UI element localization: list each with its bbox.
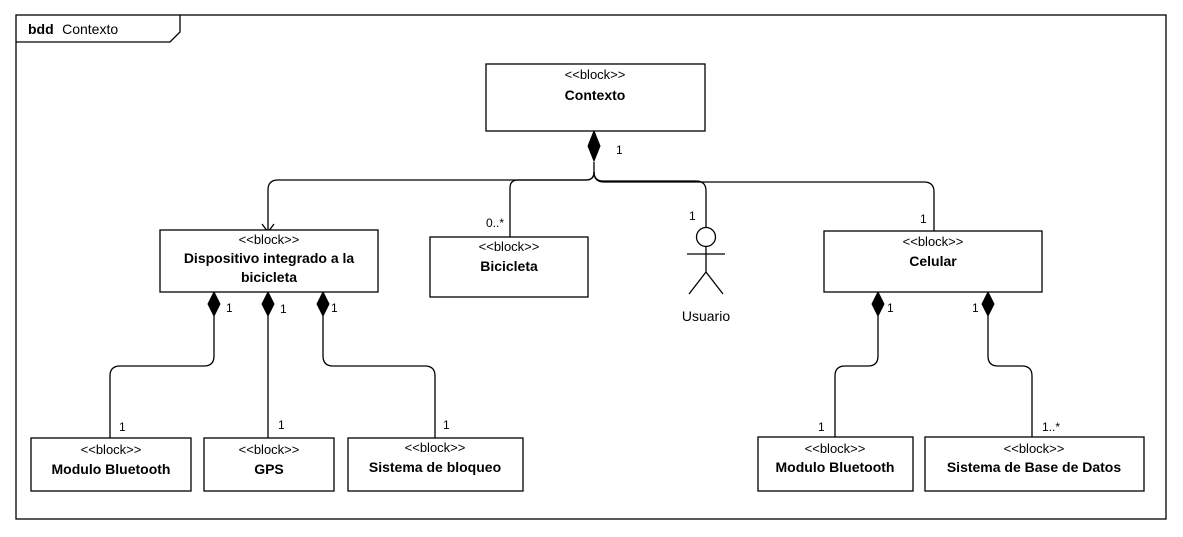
assoc-contexto-celular bbox=[593, 171, 935, 231]
mult-gps-part: 1 bbox=[278, 418, 285, 432]
assoc-disp-bluetooth bbox=[109, 316, 215, 438]
frame-name: Contexto bbox=[62, 21, 118, 37]
diamond-cel-basedatos bbox=[981, 290, 995, 318]
block-name: GPS bbox=[254, 461, 284, 477]
block-modulo-bluetooth-disp[interactable]: <<block>> Modulo Bluetooth bbox=[30, 437, 192, 492]
actor-usuario[interactable]: Usuario bbox=[682, 226, 730, 325]
mult-bicicleta: 0..* bbox=[486, 216, 504, 230]
block-sistema-bloqueo[interactable]: <<block>> Sistema de bloqueo bbox=[347, 437, 524, 492]
mult-bloqueo-part: 1 bbox=[443, 418, 450, 432]
diamond-cel-bluetooth bbox=[871, 290, 885, 318]
diamond-disp-bloqueo bbox=[316, 290, 330, 318]
mult-celular: 1 bbox=[920, 212, 927, 226]
stick-figure-icon bbox=[687, 226, 725, 295]
block-bicicleta[interactable]: <<block>> Bicicleta bbox=[429, 236, 589, 298]
assoc-disp-bloqueo bbox=[322, 316, 436, 438]
assoc-cel-basedatos bbox=[987, 316, 1033, 437]
block-contexto[interactable]: <<block>> Contexto bbox=[485, 63, 706, 132]
block-name: Sistema de bloqueo bbox=[369, 459, 501, 475]
block-stereotype: <<block>> bbox=[903, 234, 964, 249]
block-stereotype: <<block>> bbox=[1004, 441, 1065, 456]
frame-keyword: bdd bbox=[28, 21, 54, 37]
multiplicity-labels: 1 0..* 1 1 1 1 1 1 1 1 1 1 1 1..* bbox=[119, 143, 1060, 434]
block-name: Sistema de Base de Datos bbox=[947, 459, 1122, 475]
block-stereotype: <<block>> bbox=[405, 440, 466, 455]
block-sistema-base-datos[interactable]: <<block>> Sistema de Base de Datos bbox=[924, 436, 1145, 492]
block-stereotype: <<block>> bbox=[805, 441, 866, 456]
svg-text:bdd Contexto: bdd Contexto bbox=[28, 21, 118, 38]
mult-disp-bloqueo: 1 bbox=[331, 301, 338, 315]
diamond-disp-gps bbox=[261, 290, 275, 318]
block-name: Contexto bbox=[565, 87, 626, 103]
block-name: Modulo Bluetooth bbox=[776, 459, 895, 475]
block-name-line1: Dispositivo integrado a la bbox=[184, 250, 355, 266]
block-stereotype: <<block>> bbox=[565, 67, 626, 82]
mult-disp-bt: 1 bbox=[226, 301, 233, 315]
assoc-contexto-bicicleta bbox=[509, 171, 595, 237]
block-name: Bicicleta bbox=[480, 258, 538, 274]
connectors bbox=[109, 162, 1033, 438]
mult-bt-part: 1 bbox=[119, 420, 126, 434]
block-modulo-bluetooth-cel[interactable]: <<block>> Modulo Bluetooth bbox=[757, 436, 914, 492]
block-name: Celular bbox=[909, 253, 957, 269]
block-dispositivo[interactable]: <<block>> Dispositivo integrado a la bic… bbox=[159, 229, 379, 293]
mult-bt-cel-part: 1 bbox=[818, 420, 825, 434]
mult-disp-gps: 1 bbox=[280, 302, 287, 316]
assoc-contexto-dispositivo bbox=[267, 162, 595, 232]
mult-db-part: 1..* bbox=[1042, 420, 1060, 434]
mult-usuario: 1 bbox=[689, 209, 696, 223]
mult-cel-db: 1 bbox=[972, 301, 979, 315]
mult-contexto: 1 bbox=[616, 143, 623, 157]
diagram-frame: bdd Contexto bbox=[15, 14, 1167, 520]
block-name-line2: bicicleta bbox=[241, 269, 297, 285]
mult-cel-bt: 1 bbox=[887, 301, 894, 315]
diamond-contexto bbox=[587, 129, 601, 163]
composition-diamonds bbox=[207, 129, 995, 318]
block-stereotype: <<block>> bbox=[239, 232, 300, 247]
assoc-cel-bluetooth bbox=[834, 316, 879, 437]
block-gps[interactable]: <<block>> GPS bbox=[203, 437, 335, 492]
actor-label: Usuario bbox=[682, 308, 730, 324]
block-name: Modulo Bluetooth bbox=[52, 461, 171, 477]
block-celular[interactable]: <<block>> Celular bbox=[823, 230, 1043, 293]
block-stereotype: <<block>> bbox=[479, 239, 540, 254]
block-stereotype: <<block>> bbox=[81, 442, 142, 457]
block-stereotype: <<block>> bbox=[239, 442, 300, 457]
diamond-disp-bluetooth bbox=[207, 290, 221, 318]
